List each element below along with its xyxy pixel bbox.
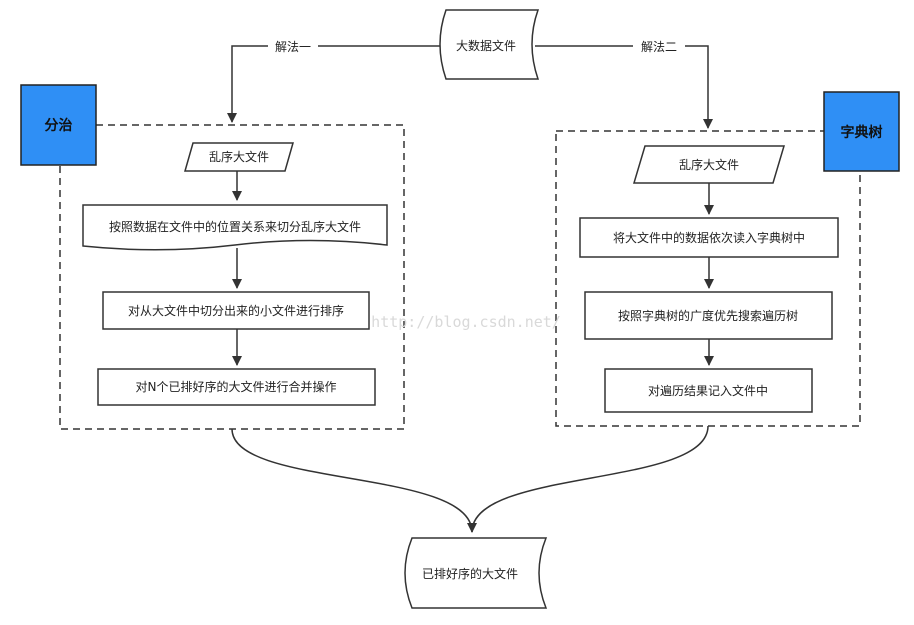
method1-edge-label: 解法一 <box>275 40 311 54</box>
method2-step-label: 按照字典树的广度优先搜索遍历树 <box>618 308 798 323</box>
watermark-text: http://blog.csdn.net/ <box>371 313 561 331</box>
edge-method1-to-result <box>231 428 477 533</box>
method1-step-label: 对从大文件中切分出来的小文件进行排序 <box>128 303 344 318</box>
result-node: 已排好序的大文件 <box>404 537 548 609</box>
method2-badge: 字典树 <box>823 91 900 172</box>
source-label: 大数据文件 <box>456 38 516 53</box>
method2-step-input: 乱序大文件 <box>632 145 786 184</box>
method1-badge-label: 分治 <box>45 117 73 134</box>
method1-step-merge: 对N个已排好序的大文件进行合并操作 <box>97 368 376 406</box>
method1-step-label: 乱序大文件 <box>209 149 269 164</box>
method1-step-label: 按照数据在文件中的位置关系来切分乱序大文件 <box>109 219 361 234</box>
method2-step-write: 对遍历结果记入文件中 <box>604 368 813 413</box>
method2-step-label: 乱序大文件 <box>679 157 739 172</box>
method2-step-load: 将大文件中的数据依次读入字典树中 <box>579 217 839 258</box>
method1-step-label: 对N个已排好序的大文件进行合并操作 <box>136 379 337 394</box>
edge-method2-to-result <box>471 425 709 533</box>
method2-badge-label: 字典树 <box>841 124 883 141</box>
method2-step-label: 对遍历结果记入文件中 <box>648 383 768 398</box>
method1-step-input: 乱序大文件 <box>184 142 294 172</box>
edge-source-to-method1 <box>227 45 440 123</box>
result-label: 已排好序的大文件 <box>422 566 518 581</box>
method2-edge-label: 解法二 <box>641 40 677 54</box>
method2-step-traverse: 按照字典树的广度优先搜索遍历树 <box>584 291 833 340</box>
method2-step-label: 将大文件中的数据依次读入字典树中 <box>613 230 805 245</box>
source-node: 大数据文件 <box>439 9 540 80</box>
method1-badge: 分治 <box>20 84 97 166</box>
method1-step-sort: 对从大文件中切分出来的小文件进行排序 <box>102 291 370 330</box>
method1-step-split: 按照数据在文件中的位置关系来切分乱序大文件 <box>82 204 388 251</box>
edge-source-to-method2 <box>535 45 713 129</box>
